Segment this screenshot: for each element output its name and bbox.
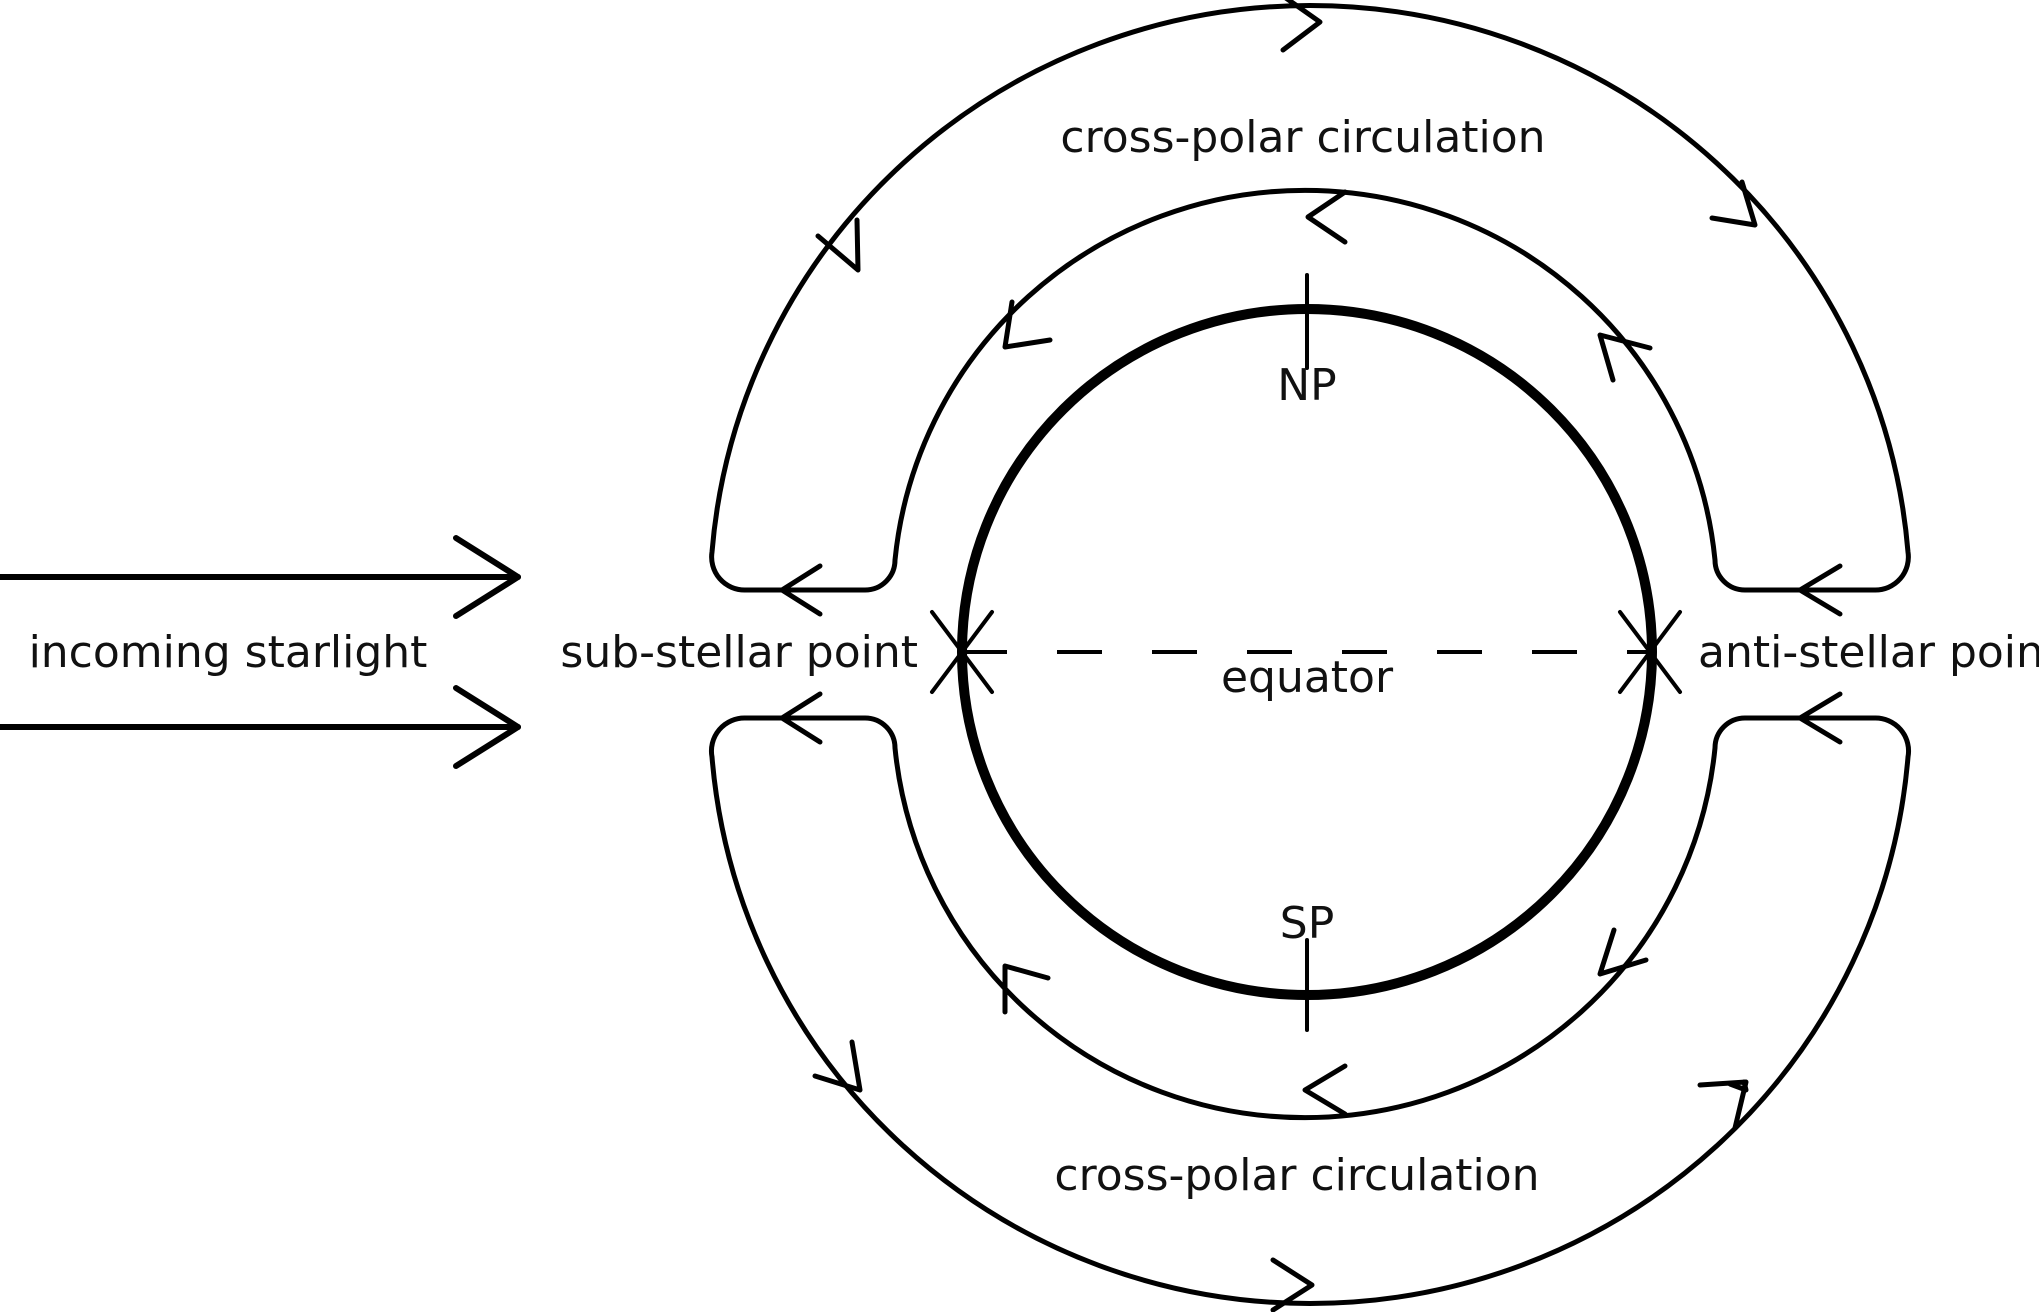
arrowhead (1302, 1063, 1348, 1117)
starlight-arrow-upper (0, 535, 521, 619)
arrowhead (779, 691, 823, 745)
starlight-arrows (0, 535, 521, 769)
arrowhead (812, 1039, 863, 1093)
arrowhead (1797, 691, 1843, 745)
arrowhead (1597, 927, 1649, 977)
upper-circulation-loop (709, 3, 1911, 593)
arrowhead (1002, 299, 1053, 350)
arrowhead (1597, 332, 1653, 383)
inner-flow-arrowheads (1002, 189, 1843, 1117)
arrowhead (1305, 189, 1348, 245)
incoming-starlight-label: incoming starlight (29, 627, 428, 678)
sub-stellar-marker (930, 610, 994, 694)
anti-stellar-marker (1618, 610, 1682, 694)
cross-polar-circulation-top-label: cross-polar circulation (1060, 112, 1545, 163)
equator-label: equator (1221, 652, 1394, 703)
outer-flow-arrowheads (779, 0, 1758, 1312)
arrowhead (815, 217, 861, 273)
starlight-arrow-lower (0, 685, 521, 769)
arrowhead (779, 563, 823, 617)
sub-stellar-point-label: sub-stellar point (560, 627, 918, 678)
lower-circulation-loop (708, 715, 1912, 1306)
arrowhead (1709, 179, 1758, 228)
arrowhead (1270, 1257, 1315, 1312)
arrowhead (1797, 563, 1843, 617)
arrowhead (1697, 1079, 1749, 1131)
cross-polar-circulation-bottom-label: cross-polar circulation (1054, 1150, 1539, 1201)
north-pole-label: NP (1277, 360, 1336, 411)
south-pole-label: SP (1280, 898, 1334, 949)
anti-stellar-point-label: anti-stellar point (1698, 627, 2039, 678)
arrowhead (1002, 963, 1051, 1015)
arrowhead (1280, 0, 1323, 53)
